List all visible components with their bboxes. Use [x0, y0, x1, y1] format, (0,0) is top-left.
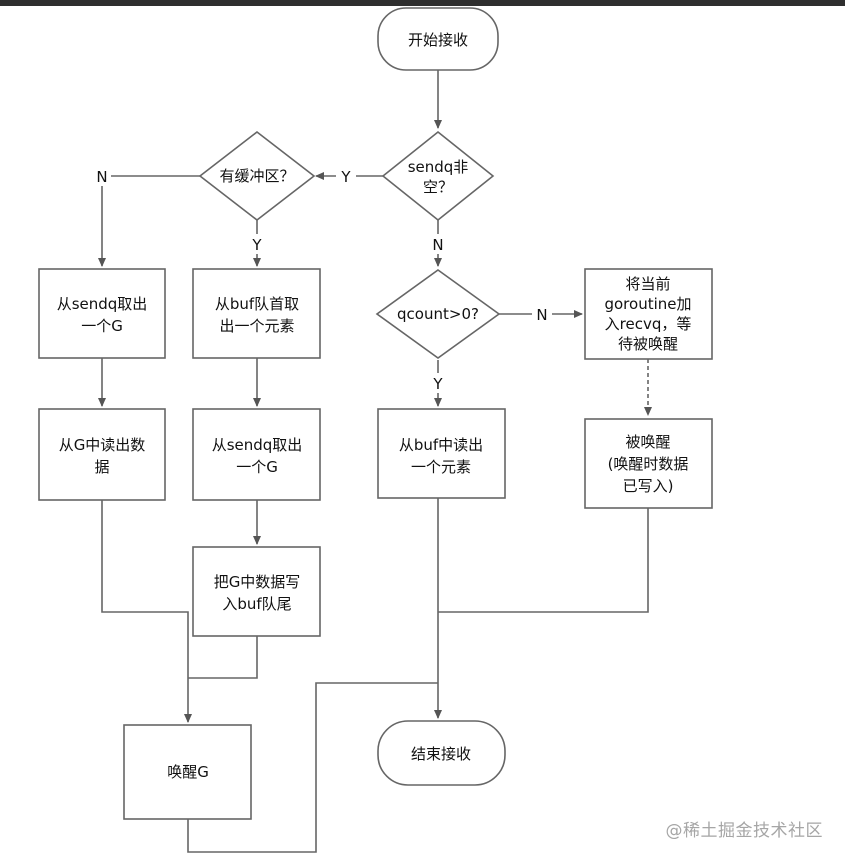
sendq-label-line1: sendq非: [408, 158, 469, 176]
sendq-label-line2: 空？: [423, 178, 453, 196]
edge-wake-to-end: [187, 682, 438, 853]
woken-line2: (唤醒时数据: [608, 455, 689, 473]
sendq-decision: sendq非 空？: [381, 130, 495, 222]
buffer-decision: 有缓冲区？: [198, 130, 316, 222]
buffer-label: 有缓冲区？: [219, 167, 294, 185]
write-buf-tail-box: 把G中数据写 入buf队尾: [192, 546, 321, 637]
edge-label-buf-no: N: [96, 168, 107, 186]
wake-g-box: 唤醒G: [123, 724, 252, 820]
take-g-mid-box: 从sendq取出 一个G: [192, 408, 321, 501]
read-buf-line2: 一个元素: [411, 458, 471, 476]
edges: [98, 70, 652, 853]
edge-woken-to-end: [438, 508, 649, 613]
edge-readg-to-wake: [101, 500, 192, 723]
woken-box: 被唤醒 (唤醒时数据 已写入): [584, 418, 713, 509]
write-buf-tail-line2: 入buf队尾: [222, 595, 291, 613]
take-g-left-box: 从sendq取出 一个G: [38, 268, 166, 359]
edge-label-buf-yes: Y: [251, 236, 262, 254]
wake-g-label: 唤醒G: [167, 763, 209, 781]
top-bar: [0, 0, 845, 6]
write-buf-tail-line1: 把G中数据写: [214, 573, 301, 591]
take-g-left-line1: 从sendq取出: [57, 295, 148, 313]
edge-label-sendq-yes: Y: [340, 168, 351, 186]
take-buf-head-line1: 从buf队首取: [215, 295, 299, 313]
join-recvq-line2: goroutine加: [604, 295, 691, 313]
start-label: 开始接收: [408, 31, 468, 49]
woken-line3: 已写入): [623, 477, 674, 495]
read-g-box: 从G中读出数 据: [38, 408, 166, 501]
watermark: @稀土掘金技术社区: [665, 821, 823, 841]
end-label: 结束接收: [411, 745, 471, 763]
edge-label-qcount-no: N: [536, 306, 547, 324]
read-buf-box: 从buf中读出 一个元素: [377, 408, 506, 499]
edge-buf-no: [98, 175, 200, 267]
read-g-line2: 据: [94, 458, 109, 476]
nodes: 开始接收 sendq非 空？ 有缓冲区？ 从sendq取出 一个G 从buf队首…: [38, 7, 713, 820]
take-g-left-line2: 一个G: [81, 317, 123, 335]
qcount-decision: qcount>0?: [375, 269, 501, 359]
join-recvq-line3: 入recvq，等: [605, 315, 692, 333]
read-g-line1: 从G中读出数: [59, 436, 146, 454]
take-g-mid-line2: 一个G: [236, 458, 278, 476]
end-terminal: 结束接收: [377, 720, 506, 786]
join-recvq-line4: 待被唤醒: [618, 335, 678, 353]
take-buf-head-line2: 出一个元素: [219, 317, 294, 335]
read-buf-line1: 从buf中读出: [399, 436, 483, 454]
edge-write-to-wake: [188, 636, 258, 679]
qcount-label: qcount>0?: [397, 305, 479, 323]
woken-line1: 被唤醒: [625, 433, 670, 451]
edge-label-sendq-no: N: [432, 236, 443, 254]
edge-label-qcount-yes: Y: [432, 375, 443, 393]
start-terminal: 开始接收: [377, 7, 499, 71]
join-recvq-box: 将当前 goroutine加 入recvq，等 待被唤醒: [584, 268, 713, 360]
take-g-mid-line1: 从sendq取出: [212, 436, 303, 454]
take-buf-head-box: 从buf队首取 出一个元素: [192, 268, 321, 359]
edge-labels: Y N Y N N Y: [93, 166, 552, 393]
join-recvq-line1: 将当前: [625, 275, 670, 293]
